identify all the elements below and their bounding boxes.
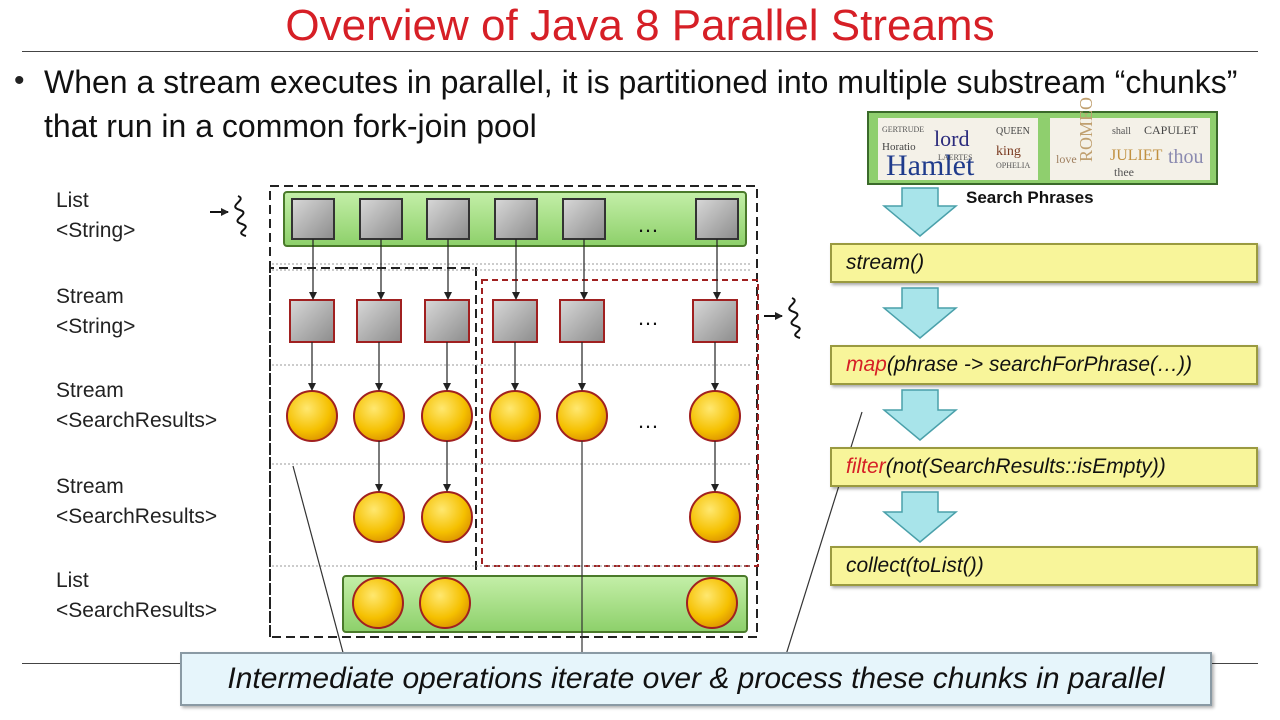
filtered-results-row (353, 491, 741, 543)
ellipsis: … (637, 408, 659, 433)
row-label-line2: <SearchResults> (56, 505, 218, 528)
row-label-line2: <SearchResults> (56, 409, 218, 432)
op-keyword: map (846, 353, 887, 376)
row-label-line2: <String> (56, 219, 136, 242)
row-label-line2: <String> (56, 315, 136, 338)
op-text: (phrase -> searchForPhrase(…)) (886, 353, 1193, 376)
collected-result (352, 577, 404, 629)
flow-arrows (308, 239, 721, 492)
op-text: stream() (846, 251, 925, 274)
word-cloud-word: thee (1114, 165, 1134, 179)
stream-string-element (289, 299, 335, 343)
word-cloud-text: Hamlet lord king Horatio QUEEN GERTRUDE … (882, 97, 1204, 182)
row-label-line1: Stream (56, 475, 124, 498)
stream-string-element (559, 299, 605, 343)
row-label-stream-string: Stream <String> (56, 282, 135, 342)
string-element (562, 198, 606, 240)
op-text: collect(toList()) (846, 554, 984, 577)
word-cloud-hamlet (878, 118, 1038, 180)
word-cloud-word: king (996, 144, 1021, 159)
bullet-marker: • (14, 64, 25, 97)
list-string-elements (291, 198, 739, 240)
word-cloud-word: love (1056, 152, 1077, 166)
word-cloud-word: Hamlet (886, 149, 975, 182)
chunk-boundary-left-lower (269, 267, 477, 637)
row-label-line1: Stream (56, 379, 124, 402)
down-arrow-icon (881, 287, 959, 339)
word-cloud-word: LAERTES (938, 153, 973, 162)
word-cloud-word: ROMEO (1076, 97, 1096, 162)
row-label-list-searchresults: List <SearchResults> (56, 566, 217, 626)
op-map: map(phrase -> searchForPhrase(…)) (830, 345, 1258, 385)
list-searchresults-elements (352, 577, 738, 629)
filtered-result (353, 491, 405, 543)
stream-string-element (692, 299, 738, 343)
string-element (291, 198, 335, 240)
search-result (556, 390, 608, 442)
thread-icon (764, 297, 801, 339)
row-label-stream-searchresults-filtered: Stream <SearchResults> (56, 472, 217, 532)
word-cloud-word: QUEEN (996, 126, 1030, 137)
op-collect: collect(toList()) (830, 546, 1258, 586)
string-element (359, 198, 403, 240)
row-label-stream-searchresults: Stream <SearchResults> (56, 376, 217, 436)
search-result (353, 390, 405, 442)
filtered-result (421, 491, 473, 543)
down-arrow-icon (881, 491, 959, 543)
op-filter: filter(not(SearchResults::isEmpty)) (830, 447, 1258, 487)
row-label-line1: Stream (56, 285, 124, 308)
string-element (494, 198, 538, 240)
word-cloud-word: CAPULET (1144, 123, 1199, 137)
search-result (421, 390, 473, 442)
word-cloud-word: GERTRUDE (882, 125, 924, 134)
thread-icon (210, 195, 247, 237)
search-result (689, 390, 741, 442)
search-result (489, 390, 541, 442)
op-stream: stream() (830, 243, 1258, 283)
collected-result (686, 577, 738, 629)
search-phrases-label: Search Phrases (966, 188, 1094, 207)
ellipsis: … (637, 305, 659, 330)
string-element (426, 198, 470, 240)
title-divider (22, 51, 1258, 52)
pipeline-arrows (881, 187, 959, 543)
string-element (695, 198, 739, 240)
bullet-text: When a stream executes in parallel, it i… (44, 64, 1238, 144)
down-arrow-icon (881, 389, 959, 441)
row-label-line2: <SearchResults> (56, 599, 218, 622)
down-arrow-icon (881, 187, 959, 237)
word-cloud-romeo (1050, 118, 1210, 180)
stream-string-element (424, 299, 470, 343)
collected-result (419, 577, 471, 629)
ellipsis: … (637, 212, 659, 237)
word-cloud-word: OPHELIA (996, 161, 1030, 170)
stream-string-element (492, 299, 538, 343)
word-cloud-word: shall (1112, 126, 1131, 137)
op-text: (not(SearchResults::isEmpty)) (885, 455, 1166, 478)
word-cloud-word: lord (934, 126, 969, 151)
row-label-line1: List (56, 569, 89, 592)
search-results-row (286, 390, 741, 442)
search-result (286, 390, 338, 442)
word-cloud-word: JULIET (1110, 147, 1163, 164)
slide-title: Overview of Java 8 Parallel Streams (285, 1, 995, 50)
stream-string-element (356, 299, 402, 343)
stream-string-elements (289, 299, 738, 343)
op-keyword: filter (846, 455, 886, 478)
filtered-result (689, 491, 741, 543)
word-cloud-word: Horatio (882, 141, 916, 153)
row-label-line1: List (56, 189, 89, 212)
callout-box: Intermediate operations iterate over & p… (180, 652, 1212, 706)
row-label-list-string: List <String> (56, 186, 135, 246)
word-cloud-word: thou (1168, 146, 1204, 168)
chunk-boundary-outer (269, 185, 758, 638)
